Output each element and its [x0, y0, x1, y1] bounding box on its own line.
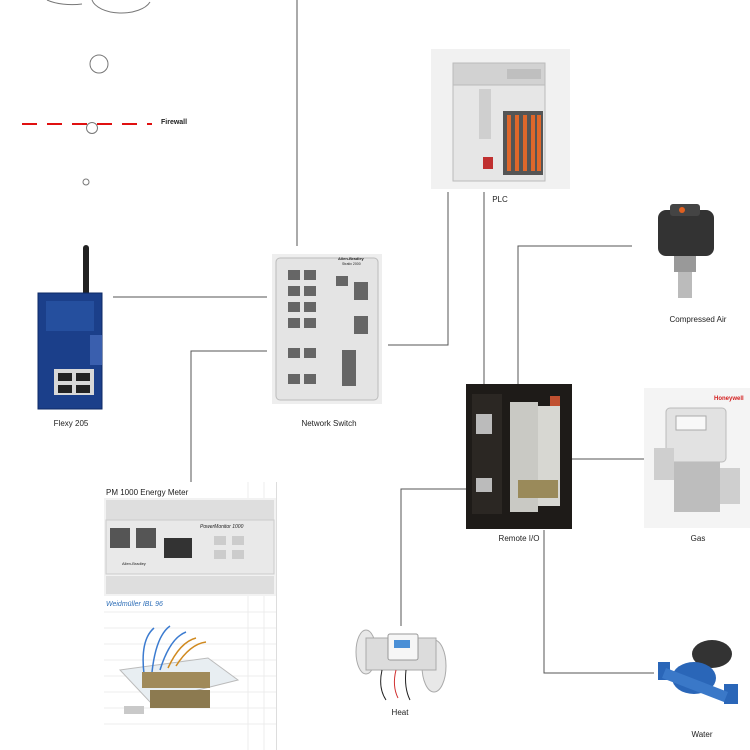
switch-device-drawing [275, 257, 379, 401]
switch-model: Stratix 2000 [342, 262, 361, 266]
energy-meter-title: PM 1000 Energy Meter [106, 488, 189, 497]
firewall-label: Firewall [161, 119, 188, 126]
water-meter-image[interactable] [654, 632, 746, 720]
cloud-shape [46, 0, 83, 6]
line-switch-meter [190, 350, 267, 482]
line-water-remoteio [543, 530, 654, 674]
flexy-device-drawing [37, 245, 103, 410]
heat-meter-drawing [355, 629, 447, 701]
heat-meter-image[interactable] [352, 626, 452, 704]
gas-meter-drawing [654, 407, 740, 512]
water-label: Water [691, 730, 713, 739]
remote-io-label: Remote I/O [498, 534, 540, 543]
weidmuller-label: Weidmüller IBL 96 [106, 601, 163, 608]
switch-brand: Allen-Bradley [338, 256, 364, 261]
network-switch-label: Network Switch [301, 419, 357, 428]
weidmuller-image[interactable] [110, 622, 242, 734]
power-monitor-brand: Allen-Bradley [122, 561, 146, 566]
line-switch-plc [388, 192, 449, 346]
plc-image[interactable] [431, 49, 570, 189]
compressed-air-image[interactable] [652, 202, 724, 304]
remote-io-drawing [472, 394, 560, 514]
gas-brand: Honeywell [714, 396, 744, 402]
plc-device-drawing [452, 62, 546, 182]
remote-io-image[interactable] [466, 384, 572, 529]
power-monitor-drawing [105, 500, 275, 594]
power-monitor-name: PowerMonitor 1000 [200, 524, 244, 530]
weidmuller-drawing [118, 625, 240, 714]
line-air-remoteio [517, 245, 632, 384]
line-heat-remoteio [400, 488, 466, 626]
power-monitor-image[interactable]: PowerMonitor 1000 Allen-Bradley [104, 498, 276, 596]
network-switch-image[interactable]: Allen-Bradley Stratix 2000 [272, 254, 382, 404]
compressed-air-label: Compressed Air [669, 315, 727, 324]
gas-meter-image[interactable]: Honeywell [644, 388, 750, 528]
flexy-205-label: Flexy 205 [53, 419, 89, 428]
plc-label: PLC [492, 195, 508, 204]
cloud-bubble [89, 54, 109, 74]
heat-label: Heat [391, 708, 409, 717]
water-meter-drawing [658, 640, 738, 704]
energy-meter-panel: PM 1000 Energy Meter PowerMonitor 1000 A… [104, 482, 277, 750]
gas-label: Gas [690, 534, 706, 543]
compressed-air-sensor-drawing [658, 204, 714, 298]
flexy-205-image[interactable] [36, 245, 106, 412]
